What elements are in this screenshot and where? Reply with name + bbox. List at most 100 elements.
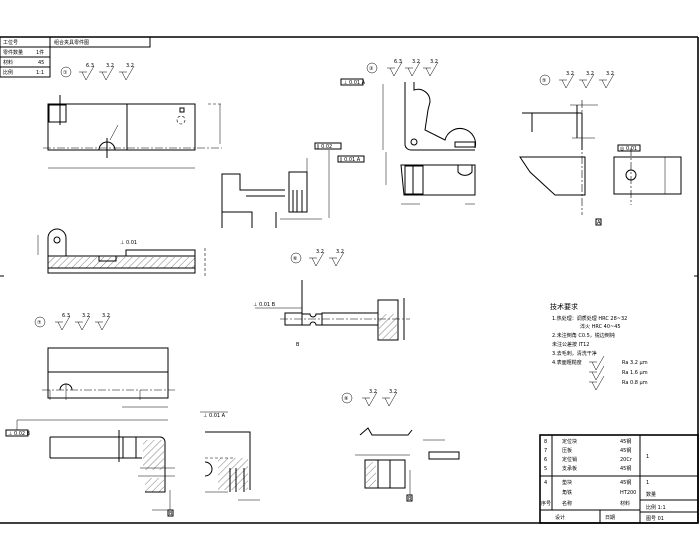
view-3-label: ③ 6.3 3.2 3.2: [366, 59, 439, 77]
drawing-border: [0, 36, 699, 524]
svg-text:3.2: 3.2: [82, 313, 90, 319]
title-block-row: 序号 名称 材料: [541, 500, 630, 507]
svg-text:定位块: 定位块: [562, 438, 577, 445]
title-block: 8 定位块 45钢 7 压板 45钢 6 定位销 20Cr 5 支承板 45钢 …: [539, 434, 699, 524]
part-view-mid: ∥ 0.02 ∥ 0.01 A ⊥ 0.01 A: [221, 78, 366, 228]
notes-title: 技术要求: [550, 302, 578, 311]
tolerance-frame: ⊥ 0.01 A: [203, 413, 226, 419]
note-line: 3.去毛刺，清洗干净: [552, 350, 597, 357]
svg-text:8: 8: [544, 439, 547, 445]
part-view-8: B: [355, 427, 460, 502]
part-view-1: [43, 95, 222, 169]
svg-text:6.3: 6.3: [394, 59, 402, 65]
title-block-cell: 数量: [646, 491, 656, 498]
svg-text:定位销: 定位销: [562, 456, 577, 463]
tolerance-frame: ⊥ 0.01 A: [343, 80, 366, 86]
datum-label: B: [408, 496, 412, 502]
svg-text:序号: 序号: [541, 500, 551, 507]
header-cell: 零件数量: [3, 49, 23, 56]
svg-text:3.2: 3.2: [606, 71, 614, 77]
tolerance-frame: ∥ 0.02: [317, 144, 332, 150]
header-cell: 材料: [3, 59, 13, 66]
svg-text:5: 5: [544, 466, 547, 472]
svg-text:名称: 名称: [562, 500, 572, 507]
svg-text:6.3: 6.3: [86, 63, 94, 69]
view-1-label: ① 6.3 3.2 3.2: [60, 63, 135, 81]
tolerance-frame: ⊥ 0.02 B: [8, 431, 31, 437]
view-8-label: ⑧ 3.2 3.2: [341, 389, 398, 407]
datum-label: B: [169, 511, 173, 517]
svg-text:45钢: 45钢: [620, 438, 631, 445]
svg-text:3.2: 3.2: [102, 313, 110, 319]
svg-text:3.2: 3.2: [412, 59, 420, 65]
note-line: 4.表面粗糙度: [552, 359, 582, 366]
tolerance-frame: ◎ 0.01: [620, 146, 637, 152]
svg-text:45钢: 45钢: [620, 479, 631, 486]
note-line: 淬火 HRC 40~45: [580, 323, 621, 330]
svg-text:3.2: 3.2: [126, 63, 134, 69]
svg-text:3.2: 3.2: [316, 249, 324, 255]
note-line: Ra 0.8 μm: [622, 380, 648, 386]
tolerance-frame: ⊥ 0.01 B: [253, 302, 276, 308]
tolerance-frame: ⊥ 0.01: [120, 240, 137, 246]
svg-text:压板: 压板: [562, 447, 572, 454]
date-label: 日期: [605, 515, 615, 521]
datum-label: B: [296, 342, 300, 348]
part-view-5: ◎ 0.01 A: [519, 100, 682, 226]
header-cell: 1:1: [36, 70, 44, 76]
view-7-label: ⑦ 6.3 3.2 3.2: [34, 313, 111, 331]
view-5-label: ⑤ 3.2 3.2 3.2: [539, 71, 615, 89]
svg-text:20Cr: 20Cr: [620, 457, 633, 463]
note-line: Ra 1.6 μm: [622, 370, 648, 376]
title-block-row: 7 压板 45钢: [544, 447, 631, 454]
title-block-row: 4 垫块 45钢: [544, 479, 631, 486]
header-cell: 比例: [3, 69, 13, 76]
svg-text:⑥: ⑥: [293, 256, 298, 262]
svg-text:7: 7: [544, 448, 547, 454]
svg-text:①: ①: [63, 70, 68, 76]
note-line: 未注公差按 IT12: [552, 341, 589, 348]
svg-text:支承板: 支承板: [562, 465, 577, 472]
part-view-7: ⊥ 0.02 B B ⊥ 0.01 A: [5, 347, 260, 517]
svg-text:③: ③: [369, 66, 373, 72]
svg-text:45钢: 45钢: [620, 447, 631, 454]
title-block-cell: 1: [646, 454, 649, 460]
title-block-row: 6 定位销 20Cr: [544, 456, 633, 463]
title-block-row: 8 定位块 45钢: [544, 438, 631, 445]
svg-text:3.2: 3.2: [369, 389, 377, 395]
view-6-label: ⑥ 3.2 3.2: [290, 249, 345, 267]
title-block-row: 5 支承板 45钢: [544, 465, 631, 472]
title-block-cell: 图号 01: [646, 516, 664, 522]
svg-text:⑧: ⑧: [344, 396, 349, 402]
header-cell: 45: [38, 60, 44, 66]
svg-text:⑤: ⑤: [542, 78, 546, 84]
technical-notes: 技术要求 1.热处理：调质处理 HRC 28~32 淬火 HRC 40~45 2…: [550, 302, 648, 391]
note-line: 2.未注倒角 C0.5，锐边倒钝: [552, 332, 615, 339]
designer-label: 设计: [555, 514, 565, 521]
header-cell: 工位号: [3, 39, 18, 46]
svg-text:3.2: 3.2: [430, 59, 438, 65]
svg-text:HT200: HT200: [620, 490, 636, 496]
svg-text:材料: 材料: [620, 500, 630, 507]
svg-text:3.2: 3.2: [336, 249, 344, 255]
svg-text:6: 6: [544, 457, 547, 463]
svg-text:3.2: 3.2: [586, 71, 594, 77]
svg-text:垫块: 垫块: [562, 479, 572, 486]
header-table: 工位号 零件数量 1件 材料 45 比例 1:1 组合夹具零件图: [0, 36, 151, 78]
datum-label: A: [597, 220, 601, 226]
note-line: Ra 3.2 μm: [622, 360, 648, 366]
svg-text:角铁: 角铁: [562, 489, 572, 496]
drawing-title: 组合夹具零件图: [54, 39, 89, 46]
part-view-2: ⊥ 0.01: [37, 228, 206, 278]
part-view-3: [382, 82, 477, 205]
svg-text:6.3: 6.3: [62, 313, 70, 319]
title-block-cell: 比例 1:1: [646, 504, 666, 511]
tolerance-frame: ∥ 0.01 A: [340, 157, 361, 163]
title-block-row: 角铁 HT200: [562, 489, 636, 496]
svg-text:45钢: 45钢: [620, 465, 631, 472]
svg-text:3.2: 3.2: [566, 71, 574, 77]
svg-text:3.2: 3.2: [389, 389, 397, 395]
svg-text:3.2: 3.2: [106, 63, 114, 69]
title-block-cell: 1: [646, 480, 649, 486]
